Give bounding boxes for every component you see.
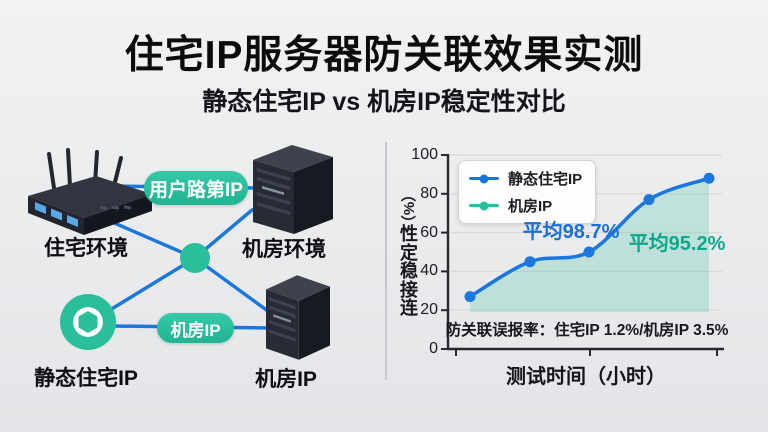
- label-datacenter-env: 机房环境: [242, 238, 326, 261]
- y-tick-label: 0: [429, 340, 438, 357]
- data-point: [583, 246, 595, 258]
- stability-chart: （%） 性 定 稳 接 连 静态住宅IP 机房IP 平均98.7% 平均95.2…: [388, 140, 768, 432]
- router-device: [28, 148, 152, 235]
- y-tick-label: 20: [420, 301, 438, 319]
- x-axis-label: 测试时间（小时）: [506, 366, 666, 388]
- router-ports: [35, 202, 78, 227]
- annotation-datacenter-average: 平均95.2%: [628, 233, 726, 255]
- false-positive-note: 防关联误报率：住宅IP 1.2%/机房IP 3.5%: [445, 322, 729, 339]
- annotation-residential-average: 平均98.7%: [522, 221, 620, 243]
- y-tick-label: 60: [420, 223, 438, 241]
- label-residential-env: 住宅环境: [44, 237, 128, 260]
- data-point: [464, 291, 476, 303]
- network-diagram: 用户路第IP 机房IP 住宅环境 机房环境 静态住宅IP 机房IP: [0, 130, 385, 432]
- page-subtitle: 静态住宅IP vs 机房IP稳定性对比: [202, 88, 566, 116]
- label-datacenter-ip: 机房IP: [255, 368, 317, 391]
- data-point: [524, 256, 536, 268]
- data-point: [703, 172, 715, 184]
- router-leds: [100, 205, 131, 211]
- page-title: 住宅IP服务器防关联效果实测: [124, 34, 644, 77]
- data-point: [643, 194, 655, 206]
- openai-logo-icon: [73, 307, 103, 337]
- legend-marker-line-dot: [469, 204, 499, 207]
- y-tick-label: 100: [411, 146, 438, 163]
- legend-entry-datacenter: 机房IP: [469, 195, 582, 216]
- y-axis-label: （%） 性 定 稳 接 连: [400, 186, 419, 318]
- pill-user-router-ip: 用户路第IP: [144, 171, 248, 205]
- hub-node: [180, 243, 210, 273]
- chatgpt-node: [60, 294, 116, 350]
- label-static-residential-ip: 静态住宅IP: [34, 367, 138, 390]
- y-tick-label: 80: [420, 184, 438, 202]
- pill-datacenter-ip: 机房IP: [157, 313, 234, 343]
- area-series-datacenter-ip: [470, 178, 709, 312]
- server-tower-top: [253, 145, 333, 234]
- chart-legend: 静态住宅IP 机房IP: [458, 160, 597, 224]
- network-diagram-canvas: [28, 145, 333, 360]
- legend-marker-line-dot: [469, 177, 499, 180]
- legend-entry-residential: 静态住宅IP: [469, 168, 582, 189]
- server-tower-bottom: [266, 275, 330, 360]
- server-slots: [257, 168, 290, 215]
- y-tick-label: 40: [420, 262, 438, 280]
- section-divider: [385, 142, 387, 380]
